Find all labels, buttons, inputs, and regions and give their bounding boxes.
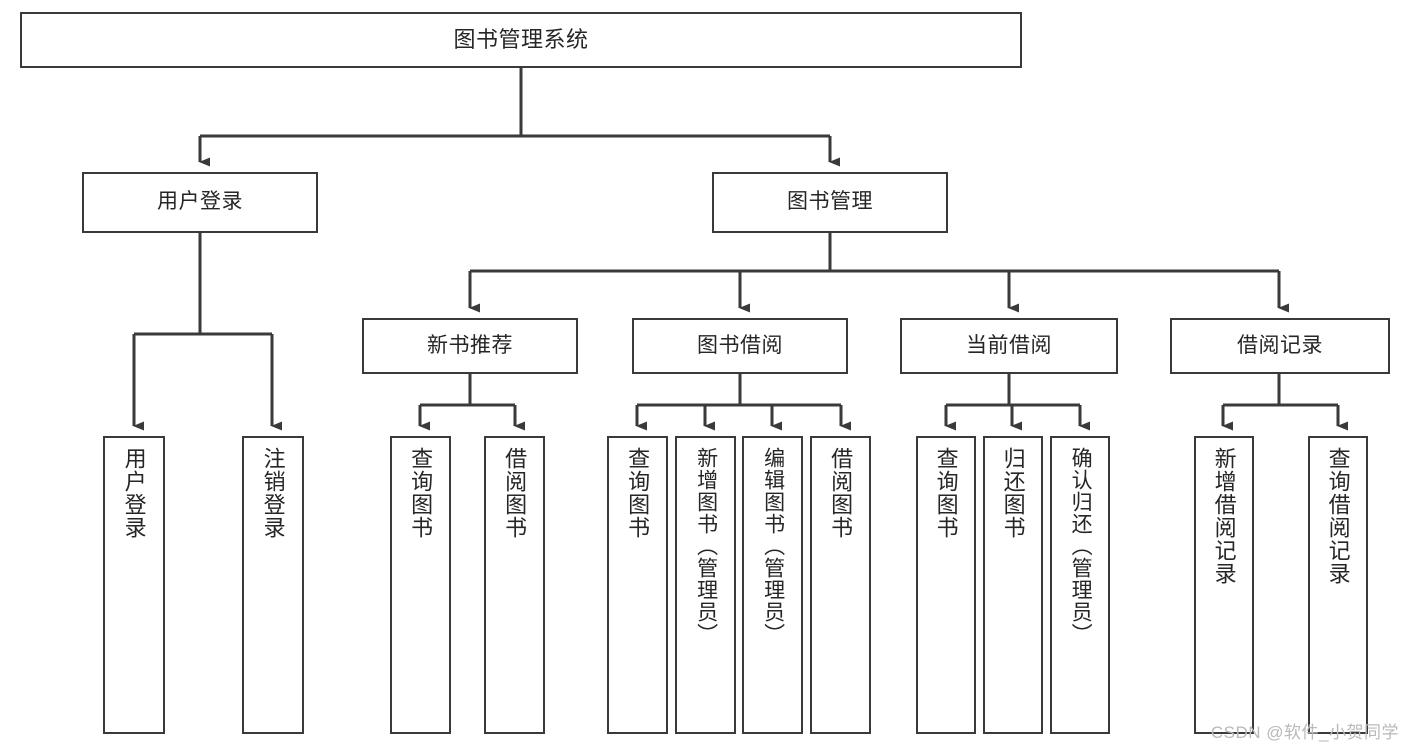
leaf-query-book-current[interactable]: 查询图书 [916, 436, 976, 734]
node-label: 图书管理系统 [453, 27, 589, 53]
leaf-user-login[interactable]: 用户登录 [103, 436, 165, 734]
node-borrow-record[interactable]: 借阅记录 [1170, 318, 1390, 374]
node-user-login[interactable]: 用户登录 [82, 172, 318, 233]
node-label: 查询图书 [933, 447, 959, 539]
node-label: 图书管理 [787, 190, 873, 214]
node-label: 借阅图书 [828, 447, 854, 539]
node-current-borrow[interactable]: 当前借阅 [900, 318, 1118, 374]
node-label: 用户登录 [157, 190, 243, 214]
node-label: 新增借阅记录 [1211, 447, 1237, 585]
node-label: 借阅记录 [1237, 333, 1323, 357]
node-label: 新书推荐 [427, 333, 513, 357]
leaf-borrow-book-recommendation[interactable]: 借阅图书 [484, 436, 545, 734]
leaf-edit-book-admin[interactable]: 编辑图书（管理员） [742, 436, 803, 734]
watermark-text: CSDN @软件_小贺同学 [1210, 723, 1399, 742]
leaf-query-book-borrow[interactable]: 查询图书 [607, 436, 668, 734]
leaf-add-book-admin[interactable]: 新增图书（管理员） [675, 436, 736, 734]
node-label: 用户登录 [121, 447, 147, 539]
node-new-book-recommendation[interactable]: 新书推荐 [362, 318, 578, 374]
node-label: 编辑图书（管理员） [761, 447, 785, 645]
node-label: 借阅图书 [502, 447, 528, 539]
node-label: 注销登录 [260, 447, 286, 539]
leaf-confirm-return-admin[interactable]: 确认归还（管理员） [1050, 436, 1110, 734]
node-label: 查询图书 [625, 447, 651, 539]
node-label: 归还图书 [1000, 447, 1026, 539]
node-label: 新增图书（管理员） [694, 447, 718, 645]
leaf-user-logout[interactable]: 注销登录 [242, 436, 304, 734]
node-label: 查询借阅记录 [1325, 447, 1351, 585]
node-book-management[interactable]: 图书管理 [712, 172, 948, 233]
leaf-borrow-book-borrow[interactable]: 借阅图书 [810, 436, 871, 734]
leaf-query-book-recommendation[interactable]: 查询图书 [390, 436, 451, 734]
node-label: 确认归还（管理员） [1069, 447, 1093, 645]
leaf-add-borrow-record[interactable]: 新增借阅记录 [1194, 436, 1254, 734]
node-label: 当前借阅 [966, 333, 1052, 357]
node-label: 图书借阅 [697, 333, 783, 357]
node-label: 查询图书 [408, 447, 434, 539]
leaf-query-borrow-record[interactable]: 查询借阅记录 [1308, 436, 1368, 734]
node-book-borrow[interactable]: 图书借阅 [632, 318, 848, 374]
leaf-return-book[interactable]: 归还图书 [983, 436, 1043, 734]
node-root-book-management-system[interactable]: 图书管理系统 [20, 12, 1022, 68]
